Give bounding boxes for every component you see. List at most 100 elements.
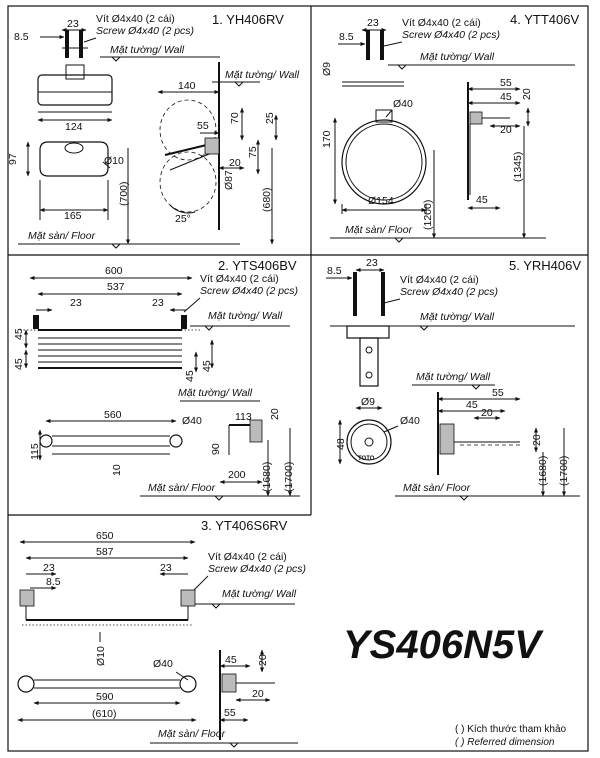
panel-title: 5. YRH406V [509, 258, 581, 273]
floor-label: Mặt sàn/ Floor [158, 728, 226, 740]
screw-label-vi: Vít Ø4x40 (2 cái) [208, 551, 287, 563]
dim-90: 90 [210, 443, 222, 455]
dim-55: 55 [224, 707, 236, 719]
dim-48: 48 [335, 438, 347, 450]
panel-title: 4. YTT406V [510, 12, 579, 27]
dim-23a: 23 [43, 562, 55, 574]
dim-1700: (1700) [283, 462, 295, 492]
dim-70: 70 [229, 112, 241, 124]
dim-dia87: Ø87 [223, 170, 235, 190]
dim-8-5: 8.5 [339, 31, 354, 43]
panel-title: 2. YTS406BV [218, 258, 297, 273]
dim-610: (610) [92, 708, 117, 720]
dim-angle-25: 25° [175, 213, 191, 225]
dim-124: 124 [65, 121, 83, 133]
dim-55: 55 [492, 387, 504, 399]
dim-140: 140 [178, 80, 196, 92]
screw-label-en: Screw Ø4x40 (2 pcs) [200, 285, 298, 297]
dim-600: 600 [105, 265, 123, 277]
screw-label-vi: Vít Ø4x40 (2 cái) [200, 273, 279, 285]
wall-label-2: Mặt tường/ Wall [416, 371, 491, 383]
brand-text: TOTO [358, 456, 375, 462]
wall-label: Mặt tường/ Wall [222, 588, 297, 600]
floor-label: Mặt sàn/ Floor [148, 482, 216, 494]
dim-20a: 20 [521, 88, 533, 100]
dim-dia10: Ø10 [104, 155, 124, 167]
dim-55: 55 [197, 120, 209, 132]
dim-23b: 23 [160, 562, 172, 574]
dim-1680: (1680) [261, 462, 273, 492]
dim-165: 165 [64, 210, 82, 222]
panel-grid [7, 5, 589, 752]
dim-20b: 20 [531, 434, 543, 446]
product-code: YS406N5V [343, 623, 544, 667]
dim-8-5: 8.5 [46, 576, 61, 588]
wall-label-2: Mặt tường/ Wall [225, 69, 300, 81]
dim-1345: (1345) [512, 152, 524, 182]
screw-label-en: Screw Ø4x40 (2 pcs) [400, 286, 498, 298]
dim-8-5: 8.5 [14, 31, 29, 43]
wall-label-2: Mặt tường/ Wall [178, 387, 253, 399]
panel-ytt406v: 4. YTT406V 23 8.5 Vít Ø4x40 (2 cái) Scre… [321, 12, 579, 243]
panel-yh406rv: 1. YH406RV 23 8.5 Vít Ø4x40 (2 cái) Scre… [7, 12, 300, 249]
dim-680: (680) [261, 187, 273, 212]
dim-23: 23 [366, 257, 378, 269]
dim-587: 587 [96, 546, 114, 558]
dim-170: 170 [321, 130, 333, 148]
screw-label-en: Screw Ø4x40 (2 pcs) [96, 25, 194, 37]
dim-45d: 45 [201, 360, 213, 372]
dim-23a: 23 [70, 297, 82, 309]
dim-dia40: Ø40 [153, 658, 173, 670]
dim-25: 25 [264, 112, 276, 124]
dim-8-5: 8.5 [327, 265, 342, 277]
screw-label-vi: Vít Ø4x40 (2 cái) [400, 274, 479, 286]
dim-590: 590 [96, 691, 114, 703]
dim-45b: 45 [13, 358, 25, 370]
dim-45a: 45 [13, 328, 25, 340]
note-en: ( ) Referred dimension [455, 737, 555, 748]
dim-20a: 20 [257, 654, 269, 666]
floor-label: Mặt sàn/ Floor [28, 230, 96, 242]
dim-20b: 20 [500, 124, 512, 136]
panel-title: 1. YH406RV [212, 12, 284, 27]
dim-650: 650 [96, 530, 114, 542]
wall-label: Mặt tường/ Wall [110, 44, 185, 56]
wall-label: Mặt tường/ Wall [420, 311, 495, 323]
dim-dia9: Ø9 [321, 62, 333, 76]
screw-label-vi: Vít Ø4x40 (2 cái) [402, 17, 481, 29]
dim-45b: 45 [476, 194, 488, 206]
dim-20: 20 [269, 408, 281, 420]
screw-label-en: Screw Ø4x40 (2 pcs) [208, 563, 306, 575]
dim-537: 537 [107, 281, 125, 293]
dim-dia10: Ø10 [95, 646, 107, 666]
dim-55: 55 [500, 77, 512, 89]
dim-dia154: Ø154 [368, 195, 394, 207]
dim-113: 113 [235, 411, 252, 423]
panel-yrh406v: 5. YRH406V 8.5 23 Vít Ø4x40 (2 cái) Scre… [326, 257, 581, 501]
dim-dia9: Ø9 [361, 396, 375, 408]
dim-dia40: Ø40 [393, 98, 413, 110]
dim-200: 200 [228, 469, 246, 481]
dim-115: 115 [29, 443, 41, 460]
panel-title: 3. YT406S6RV [201, 518, 288, 533]
screw-label-en: Screw Ø4x40 (2 pcs) [402, 29, 500, 41]
dim-45a: 45 [500, 91, 512, 103]
wall-label: Mặt tường/ Wall [420, 51, 495, 63]
dim-10: 10 [111, 464, 123, 476]
note-vi: ( ) Kích thước tham khảo [455, 724, 567, 735]
dim-75: 75 [247, 146, 259, 158]
dim-45: 45 [225, 654, 237, 666]
screw-label-vi: Vít Ø4x40 (2 cái) [96, 13, 175, 25]
dim-560: 560 [104, 409, 122, 421]
dim-45: 45 [466, 399, 478, 411]
floor-label: Mặt sàn/ Floor [345, 224, 413, 236]
panel-yt406s6rv: 3. YT406S6RV 650 587 23 23 8.5 Vít Ø4x40… [17, 518, 306, 748]
panel-yts406bv: 2. YTS406BV 600 537 23 23 Vít Ø4x40 (2 c… [13, 258, 300, 501]
wall-label: Mặt tường/ Wall [208, 310, 283, 322]
dim-23: 23 [67, 18, 79, 30]
dim-dia40: Ø40 [182, 415, 202, 427]
dim-dia40: Ø40 [400, 415, 420, 427]
dim-23: 23 [367, 17, 379, 29]
dim-20a: 20 [481, 407, 493, 419]
